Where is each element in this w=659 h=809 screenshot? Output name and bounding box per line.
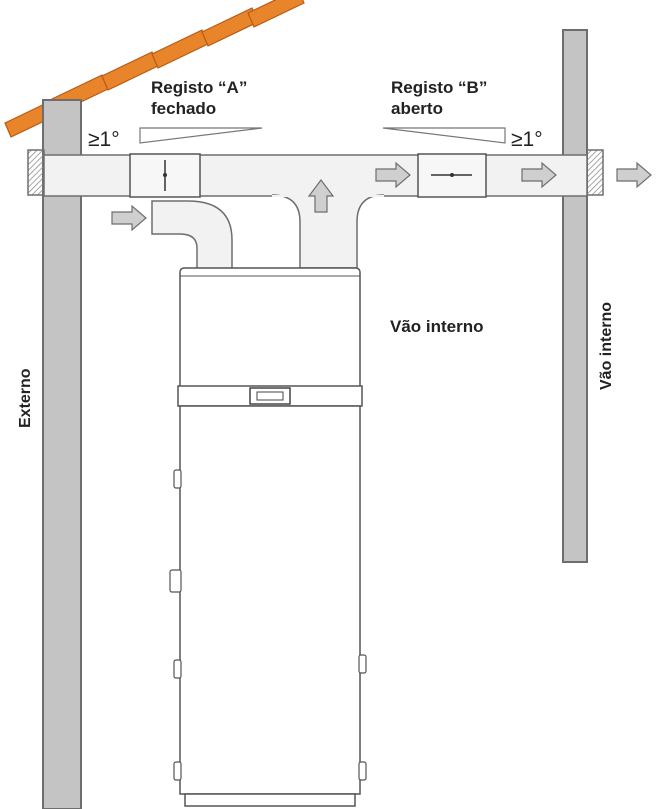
tank-lower-body	[179, 405, 361, 795]
slope-left-angle: ≥1°	[88, 128, 120, 151]
internal-space-vertical-label: Vão interno	[598, 302, 615, 390]
wall-grille-left	[27, 149, 45, 196]
register-b-state: aberto	[391, 99, 443, 118]
arrow-up-icon	[307, 179, 335, 213]
wall-grille-right	[586, 149, 604, 196]
arrow-right-icon	[616, 161, 652, 189]
slope-right-angle: ≥1°	[511, 128, 543, 151]
roof-tile	[247, 0, 305, 28]
arrow-right-icon	[375, 161, 411, 189]
register-a-state: fechado	[151, 99, 216, 118]
damper-a-closed	[129, 153, 201, 198]
side-fitting	[358, 654, 367, 674]
internal-wall	[562, 29, 588, 563]
arrow-right-icon	[521, 161, 557, 189]
side-fitting	[169, 569, 182, 593]
heat-pump-water-heater	[169, 267, 367, 807]
t-branch-duct	[271, 194, 385, 269]
arrow-right-icon	[111, 204, 147, 232]
external-wall	[42, 99, 82, 809]
roof-tile	[101, 51, 159, 91]
side-fitting	[173, 659, 182, 679]
register-a-label: Registo “A”	[151, 78, 247, 97]
display-panel-icon	[249, 387, 291, 405]
slope-wedge-left	[139, 127, 263, 144]
intake-elbow-duct	[151, 200, 233, 271]
side-fitting	[173, 761, 182, 781]
side-fitting	[173, 469, 182, 489]
tank-base	[184, 793, 356, 807]
external-label: Externo	[17, 368, 34, 428]
register-b-label: Registo “B”	[391, 78, 487, 97]
tank-top-unit	[179, 267, 361, 394]
roof-tile	[151, 29, 209, 69]
damper-b-open	[417, 153, 487, 198]
side-fitting	[358, 761, 367, 781]
slope-wedge-right	[382, 127, 506, 144]
internal-space-label: Vão interno	[390, 317, 484, 336]
roof-tiles	[4, 0, 305, 138]
